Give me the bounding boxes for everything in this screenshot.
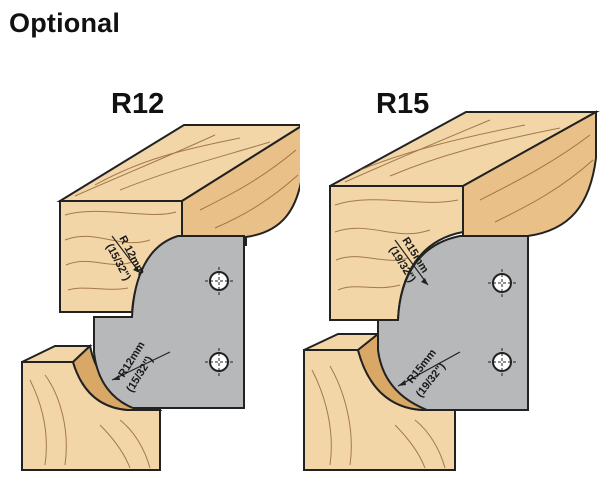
profile-panel-r12: R12: [21, 88, 300, 471]
upper-workpiece-side-face: [181, 125, 300, 246]
wood-grain: [64, 134, 299, 291]
radius-arrowhead: [133, 266, 140, 273]
radius-arrow: [394, 239, 429, 286]
profile-knife: [93, 235, 245, 409]
mounting-hole-icon: [205, 267, 233, 295]
profile-illustration: R 12mm (15/32") R12mm (15/32"): [21, 124, 300, 471]
mounting-hole-icon: [488, 269, 516, 297]
panel-title: R15: [376, 88, 430, 120]
radius-arrowhead: [421, 278, 428, 285]
profile-panel-r15: R15: [300, 0, 600, 499]
page-heading: Optional: [9, 8, 121, 38]
radius-arrow: [397, 351, 461, 387]
panel-title: R12: [111, 88, 165, 120]
radius-arrowhead: [112, 375, 120, 380]
mounting-hole-icon: [488, 348, 516, 376]
profile-illustration: R15mm (19/32") R15mm (19/32"): [303, 110, 600, 471]
lower-wood-grain: [29, 374, 151, 469]
radius-arrow: [111, 351, 171, 381]
mounting-hole-icon: [205, 348, 233, 376]
radius-arrow: [111, 235, 141, 274]
profile-knife: [377, 235, 529, 411]
lower-wood-grain: [311, 365, 446, 469]
radius-arrowhead: [398, 380, 406, 386]
wood-grain: [334, 119, 594, 291]
